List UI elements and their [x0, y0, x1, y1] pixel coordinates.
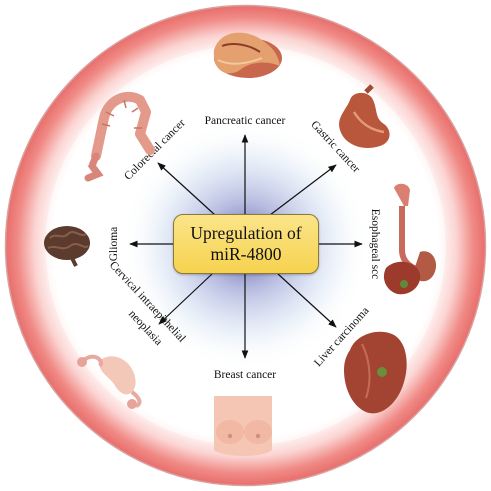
arrow-colorectal [157, 162, 216, 216]
pancreas-icon [213, 32, 282, 78]
label-esophageal: Esophageal scc [369, 209, 381, 280]
breast-icon [214, 396, 272, 456]
arrows [129, 134, 363, 359]
center-line-2: miR-4800 [210, 244, 282, 264]
label-glioma: Glioma [108, 227, 120, 262]
arrow-cervical [158, 273, 213, 325]
center-box: Upregulation of miR-4800 [173, 214, 319, 274]
liver-icon [344, 331, 407, 414]
stomach-icon [339, 84, 390, 149]
arrow-gastric [269, 164, 337, 216]
liver-icon-small [383, 261, 421, 295]
label-breast: Breast cancer [214, 369, 276, 381]
brain-icon [44, 226, 90, 267]
arrow-liver [277, 273, 337, 328]
uterus-icon [77, 354, 142, 409]
label-pancreatic: Pancreatic cancer [205, 115, 286, 127]
colon-icon [84, 91, 155, 182]
center-line-1: Upregulation of [190, 223, 302, 243]
